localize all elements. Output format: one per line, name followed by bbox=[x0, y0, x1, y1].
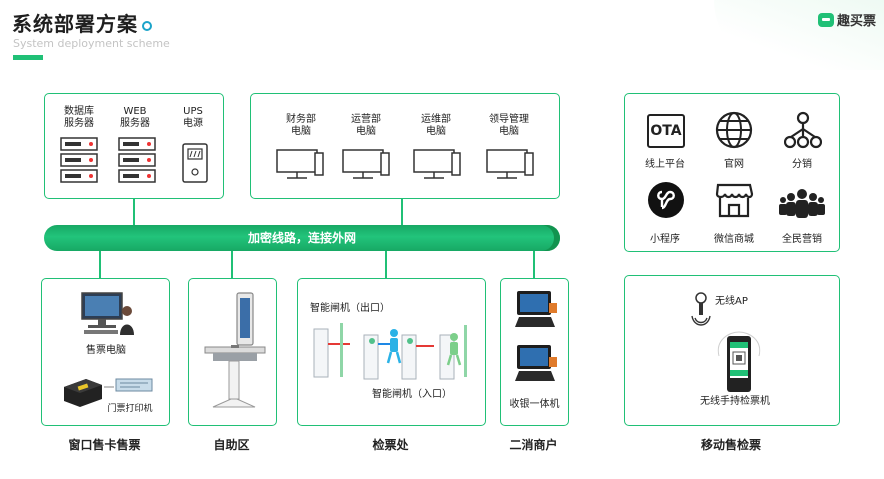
finance-pc-icon bbox=[276, 149, 324, 179]
mobile-caption: 移动售检票 bbox=[700, 438, 761, 452]
checkpoint-caption: 检票处 bbox=[372, 438, 409, 452]
pos-terminal-label: 收银一体机 bbox=[509, 399, 560, 410]
handheld-scanner-label: 无线手持检票机 bbox=[700, 396, 770, 407]
self-service-kiosk-icon bbox=[204, 292, 266, 408]
people-icon bbox=[779, 189, 825, 218]
computer-connector bbox=[401, 198, 403, 226]
db-server-icon bbox=[60, 137, 98, 183]
channel-label-ota: 线上平台 bbox=[645, 159, 685, 170]
mobile-panel: 无线AP 无线手持检票机 bbox=[624, 275, 840, 426]
brand-logo-icon bbox=[817, 12, 834, 27]
entry-gate-label: 智能闸机（入口） bbox=[372, 389, 452, 400]
web-server-label: WEB 服务器 bbox=[120, 106, 150, 129]
db-server-label: 数据库 服务器 bbox=[64, 106, 94, 129]
operations-pc-icon bbox=[342, 149, 390, 179]
ups-label: UPS 电源 bbox=[183, 106, 203, 129]
ticket-printer-label: 门票打印机 bbox=[98, 403, 162, 415]
maintenance-pc-icon bbox=[413, 149, 461, 179]
channel-label-distribution: 分销 bbox=[792, 159, 812, 170]
operations-pc-label: 运营部 电脑 bbox=[351, 114, 381, 137]
ticket-window-caption: 窗口售卡售票 bbox=[68, 438, 141, 452]
self-service-panel bbox=[188, 278, 277, 426]
channel-label-wechat-mall: 微信商城 bbox=[714, 234, 754, 245]
network-icon bbox=[784, 111, 822, 149]
mini-program-icon bbox=[648, 182, 684, 218]
turnstile-gates-icon bbox=[313, 323, 467, 380]
self-service-connector bbox=[231, 251, 233, 278]
channel-label-website: 官网 bbox=[724, 159, 744, 170]
encrypted-network-pipe: 加密线路，连接外网 bbox=[44, 225, 560, 251]
title-accent-bar bbox=[13, 55, 43, 60]
ticket-printer-icon bbox=[64, 378, 153, 407]
channel-label-marketing: 全民营销 bbox=[782, 234, 822, 245]
merchant-connector bbox=[533, 251, 535, 278]
server-connector bbox=[133, 198, 135, 226]
window-connector bbox=[99, 251, 101, 278]
checkpoint-connector bbox=[385, 251, 387, 278]
servers-panel: 数据库 服务器 WEB 服务器 UPS 电源 bbox=[44, 93, 224, 199]
channel-label-mini-program: 小程序 bbox=[650, 234, 680, 245]
ticket-pc-icon bbox=[81, 292, 134, 335]
wireless-ap-icon bbox=[691, 292, 711, 326]
storefront-icon bbox=[715, 183, 754, 218]
globe-icon bbox=[715, 111, 753, 149]
brand: 趣买票 bbox=[817, 10, 876, 29]
wireless-ap-label: 无线AP bbox=[715, 296, 748, 307]
checkpoint-panel: 智能闸机（出口） 智能闸机（入口） bbox=[297, 278, 486, 426]
ota-icon: OTA bbox=[647, 114, 685, 148]
handheld-scanner-icon bbox=[717, 331, 761, 392]
management-pc-icon bbox=[486, 149, 534, 179]
merchant-panel: 收银一体机 bbox=[500, 278, 569, 426]
sales-channels-panel: OTA 线上平台 官网 分销 小程序 微信商城 全民营销 bbox=[624, 93, 840, 252]
ups-icon bbox=[182, 143, 208, 183]
ticket-pc-label: 售票电脑 bbox=[86, 345, 126, 356]
pos-terminal-icon-top bbox=[515, 291, 557, 327]
finance-pc-label: 财务部 电脑 bbox=[286, 114, 316, 137]
computers-panel: 财务部 电脑 运营部 电脑 运维部 电脑 领导管理 电脑 bbox=[250, 93, 560, 199]
ticket-window-panel: 售票电脑 门票打印机 bbox=[41, 278, 170, 426]
brand-name: 趣买票 bbox=[836, 14, 876, 29]
self-service-caption: 自助区 bbox=[213, 438, 250, 452]
management-pc-label: 领导管理 电脑 bbox=[489, 114, 529, 137]
pos-terminal-icon-bottom bbox=[515, 345, 557, 381]
exit-gate-label: 智能闸机（出口） bbox=[310, 303, 390, 314]
page-title: 系统部署方案 bbox=[12, 8, 152, 37]
maintenance-pc-label: 运维部 电脑 bbox=[421, 114, 451, 137]
web-server-icon bbox=[118, 137, 156, 183]
page-subtitle: System deployment scheme bbox=[13, 37, 170, 50]
title-dot-icon bbox=[142, 21, 152, 31]
network-label: 加密线路，连接外网 bbox=[247, 231, 356, 245]
merchant-caption: 二消商户 bbox=[509, 438, 558, 452]
